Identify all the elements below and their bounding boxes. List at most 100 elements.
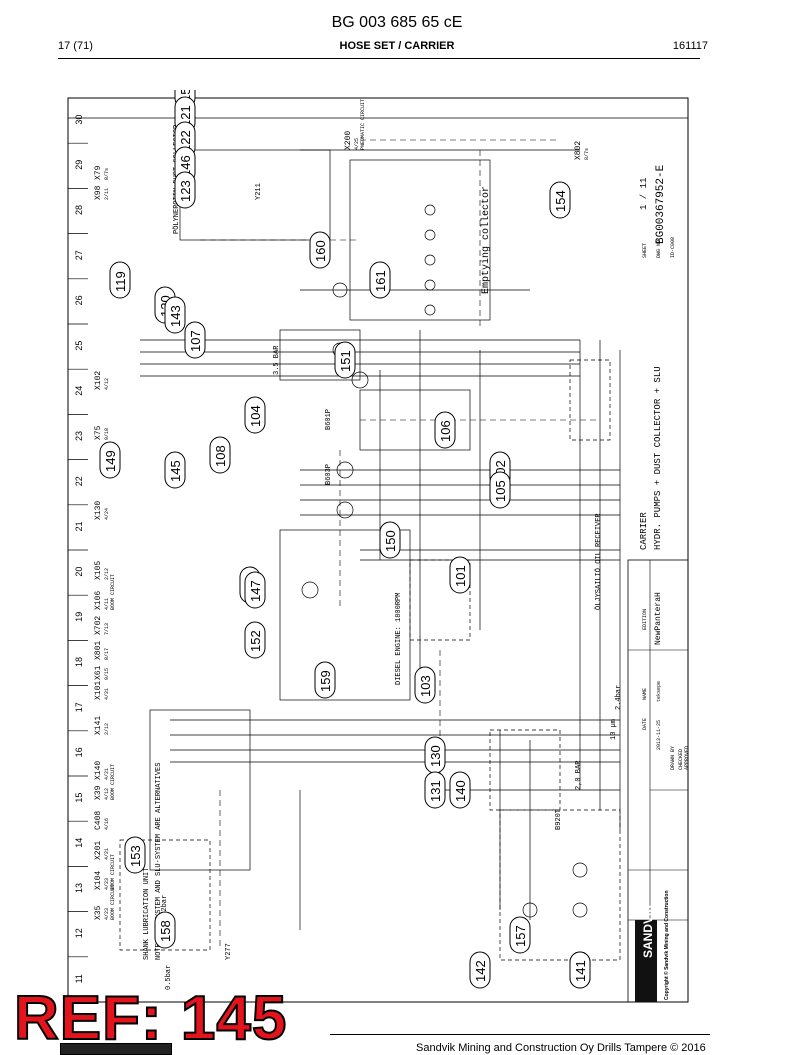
connector-ref: 2/12 (104, 723, 110, 735)
hydraulic-schematic: 1112131415161718192021222324252627282930… (67, 90, 690, 1003)
drawn-label: DRAWN BY (670, 746, 676, 770)
svg-text:106: 106 (438, 420, 453, 442)
callout-158: 158 (154, 911, 176, 949)
connector-id: X35 (94, 905, 103, 920)
callout-150: 150 (379, 521, 401, 559)
grid-column-label: 25 (74, 341, 84, 351)
svg-text:104: 104 (248, 405, 263, 427)
grid-column-label: 19 (74, 612, 84, 622)
label-y277: Y277 (225, 943, 233, 960)
component-boxes (119, 149, 621, 961)
connector-id: X200 (344, 131, 353, 150)
checked-label: CHECKED (678, 749, 684, 770)
grid-column-label: 21 (74, 521, 84, 531)
callout-147: 147 (244, 571, 266, 609)
label-bar-05: 0.5bar (165, 965, 173, 990)
svg-text:152: 152 (248, 630, 263, 652)
connector-ref: 9/15 (104, 668, 110, 680)
connector-id: X105 (94, 561, 103, 580)
grid-column-label: 29 (74, 160, 84, 170)
svg-text:158: 158 (158, 920, 173, 942)
callout-123: 123 (174, 171, 196, 209)
callout-160: 160 (309, 231, 331, 269)
connector-id: X801 (94, 641, 103, 660)
connector-id: X130 (94, 501, 103, 520)
connector-ref: 4/16 (104, 818, 110, 830)
label-oil-receiver: ÖLJYSAILIÖ OIL RECEIVER (594, 513, 603, 610)
title-carrier: CARRIER (639, 512, 649, 550)
svg-text:142: 142 (473, 960, 488, 982)
callout-152: 152 (244, 621, 266, 659)
callout-153: 153 (124, 836, 146, 874)
header-rule (58, 58, 700, 59)
dwg-label: DWG NO (656, 240, 662, 258)
connector-id: X106 (94, 591, 103, 610)
connector-ref: 4/23 (104, 878, 110, 890)
approved-label: APPROVED (684, 746, 690, 770)
drawing-number: BG00367952-E (655, 164, 667, 244)
copyright-text: Copyright © Sandvik Mining and Construct… (663, 890, 670, 1000)
callout-104: 104 (244, 396, 266, 434)
label-bar-02: 0.2bar (161, 895, 169, 920)
svg-text:130: 130 (428, 745, 443, 767)
connector-id: C408 (94, 811, 103, 830)
callout-141: 141 (569, 951, 591, 989)
callout-106: 106 (434, 411, 456, 449)
label-emptying: Emptying collector (480, 186, 492, 294)
connector-id: X141 (94, 716, 103, 735)
label-bar-24: 2.4bar (615, 685, 623, 710)
label-note: NOTE! CS-SYSTEM AND SLU-SYSTEM ARE ALTER… (155, 763, 163, 960)
callout-149: 149 (99, 441, 121, 479)
date-label: DATE (642, 718, 648, 730)
svg-text:145: 145 (168, 460, 183, 482)
connector-id: X75 (94, 425, 103, 440)
svg-text:119: 119 (113, 271, 128, 292)
callout-131: 131 (424, 771, 446, 809)
project-name: NewPanteraH (654, 592, 663, 645)
name-label: NAME (642, 688, 648, 700)
callout-140: 140 (449, 771, 471, 809)
svg-text:121: 121 (178, 105, 193, 127)
svg-text:107: 107 (188, 330, 203, 352)
connector-ref: 9/18 (104, 428, 110, 440)
grid-column-label: 20 (74, 567, 84, 577)
grid-column-label: 11 (74, 974, 84, 983)
footer-copyright: Sandvik Mining and Construction Oy Drill… (416, 1042, 706, 1054)
connector-ref: 8/7s (104, 168, 110, 180)
footer-logo (60, 1043, 172, 1055)
drawn-by-name: teksepe (656, 681, 662, 702)
valve-symbols (301, 204, 588, 918)
title-main: HYDR. PUMPS + DUST COLLECTOR + SLU (653, 366, 663, 550)
label-bar-2: 2,0 BAR (575, 760, 583, 790)
annotations: PÖLYNEROTIN DUST COLLECTOR Emptying coll… (143, 124, 623, 990)
callout-105: 105 (489, 471, 511, 509)
section-title: HOSE SET / CARRIER (339, 40, 455, 52)
grid-column-label: 15 (74, 793, 84, 803)
svg-text:157: 157 (513, 925, 528, 947)
svg-text:159: 159 (318, 670, 333, 692)
callout-bubbles: 1551211221461231191201611601541431071511… (99, 90, 591, 989)
svg-text:105: 105 (493, 480, 508, 502)
svg-text:153: 153 (128, 845, 143, 867)
connector-ref: 4/11 (104, 598, 110, 610)
document-date: 161117 (672, 40, 708, 52)
callout-108: 108 (209, 436, 231, 474)
label-b920t: B920T (555, 809, 563, 830)
grid-column-label: 14 (74, 838, 84, 848)
connector-id: X102 (94, 371, 103, 390)
reference-stamp: REF: 145 (13, 984, 288, 1053)
svg-text:151: 151 (338, 350, 353, 372)
label-10um: 10 µm (610, 719, 618, 740)
callout-130: 130 (424, 736, 446, 774)
connector-id: X39 (94, 785, 103, 800)
footer-rule (330, 1034, 710, 1035)
callout-101: 101 (449, 556, 471, 594)
grid-column-label: 28 (74, 205, 84, 215)
connector-ref: 4/25 (354, 138, 360, 150)
connector-id: X702 (94, 616, 103, 635)
grid-column-label: 13 (74, 883, 84, 893)
connector-desc: BOOM CIRCUIT (110, 884, 116, 920)
callout-143: 143 (164, 296, 186, 334)
grid-column-label: 22 (74, 476, 84, 486)
